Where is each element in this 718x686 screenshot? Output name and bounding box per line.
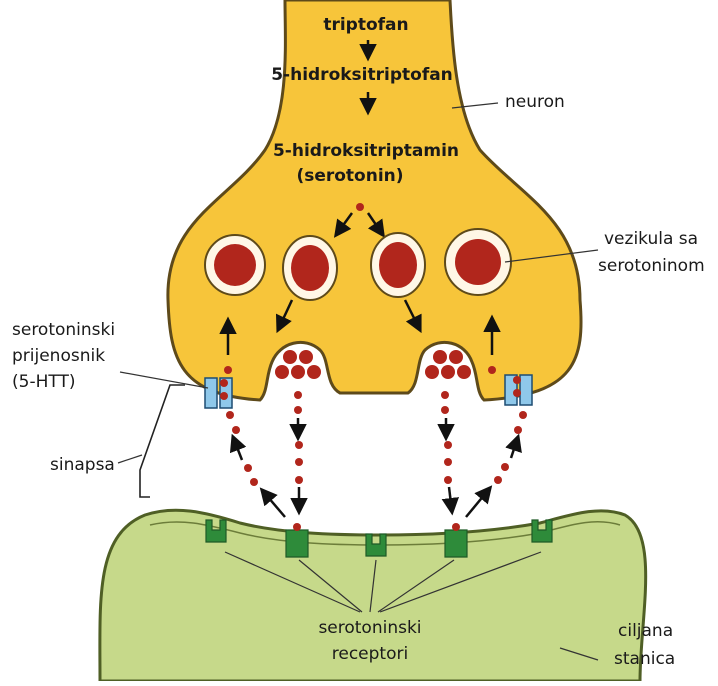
label-target-2: stanica (614, 649, 675, 669)
label-neuron: neuron (505, 92, 565, 112)
label-vesicle-2: serotoninom (598, 256, 705, 276)
neuron-body (168, 0, 581, 400)
reuptake-paths (226, 411, 527, 517)
serotonin-molecule (356, 203, 364, 211)
label-receptors-1: serotoninski (318, 618, 421, 638)
receptor-4 (445, 530, 467, 557)
pathway-5-hidroksitriptamin: 5-hidroksitriptamin (273, 141, 459, 161)
released-serotonin (294, 391, 452, 484)
pathway-serotonin: (serotonin) (296, 166, 403, 186)
receptor-2 (286, 530, 308, 557)
release-arrow-right-2 (449, 487, 452, 512)
label-transporter-2: prijenosnik (12, 346, 105, 366)
label-receptors-2: receptori (332, 644, 408, 664)
transporter-right (505, 375, 532, 405)
label-target-1: ciljana (618, 621, 673, 641)
synapse-bracket (140, 385, 185, 497)
label-transporter-1: serotoninski (12, 320, 115, 340)
label-vesicle-1: vezikula sa (604, 229, 698, 249)
synapse-leader (118, 455, 142, 463)
pathway-5-hidroksitriptofan: 5-hidroksitriptofan (271, 65, 453, 85)
label-transporter-3: (5-HTT) (12, 372, 75, 392)
pathway-triptofan: triptofan (323, 15, 408, 35)
label-synapse: sinapsa (50, 455, 115, 475)
